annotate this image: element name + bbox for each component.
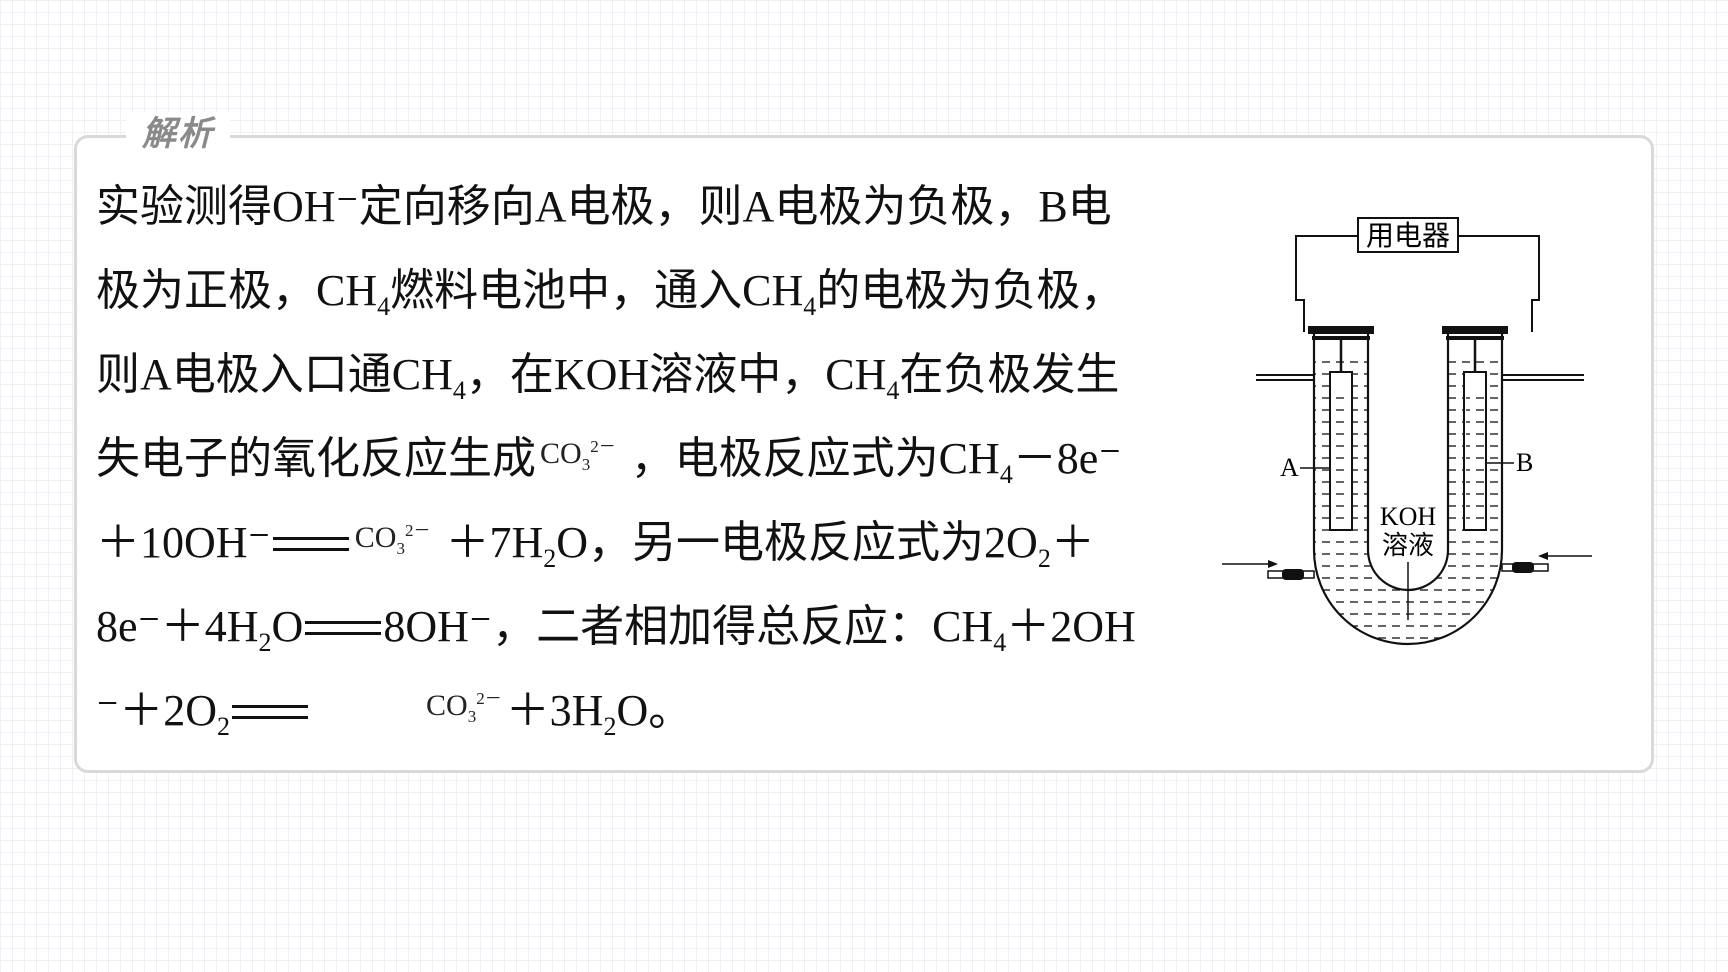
text-line-2: 极为正极，CH4燃料电池中，通入CH4的电极为负极， [96, 266, 1125, 321]
electrode-b [1463, 338, 1487, 531]
electrode-b-label: B [1516, 448, 1533, 477]
section-label: 解析 [126, 112, 230, 156]
inlet-left [1222, 560, 1315, 580]
text-line-5: ＋10OH⁻CO32－ ＋7H2O，另一电极反应式为2O2＋ [96, 518, 1095, 573]
carbonate-ion: CO32－ [354, 521, 431, 558]
carbonate-ion: CO32－ [540, 437, 616, 474]
solution-label-line2: 溶液 [1382, 531, 1434, 560]
stopper-left [1308, 326, 1374, 340]
electrode-a [1329, 338, 1353, 531]
fuel-cell-diagram: 用电器 A B KOH 溶液 [1222, 217, 1592, 646]
equals-sign [272, 537, 349, 551]
electrode-a-label: A [1280, 453, 1299, 482]
external-circuit [1295, 235, 1540, 332]
inlet-right [1501, 552, 1592, 573]
appliance-label: 用电器 [1366, 220, 1450, 252]
appliance-box [1357, 217, 1459, 253]
text-line-7: ⁻＋2O2CO32－＋3H2O。 [96, 686, 693, 741]
equals-sign [305, 621, 382, 635]
carbonate-ion: CO32－ [426, 689, 502, 726]
analysis-text: 实验测得OH⁻定向移向A电极，则A电极为负极，B电 极为正极，CH4燃料电池中，… [96, 165, 1206, 753]
stopper-right [1442, 326, 1508, 340]
solution-label-line1: KOH [1380, 502, 1437, 531]
text-line-3: 则A电极入口通CH4，在KOH溶液中，CH4在负极发生 [96, 350, 1120, 405]
equals-sign [232, 705, 308, 719]
text-line-1: 实验测得OH⁻定向移向A电极，则A电极为负极，B电 [96, 182, 1112, 231]
